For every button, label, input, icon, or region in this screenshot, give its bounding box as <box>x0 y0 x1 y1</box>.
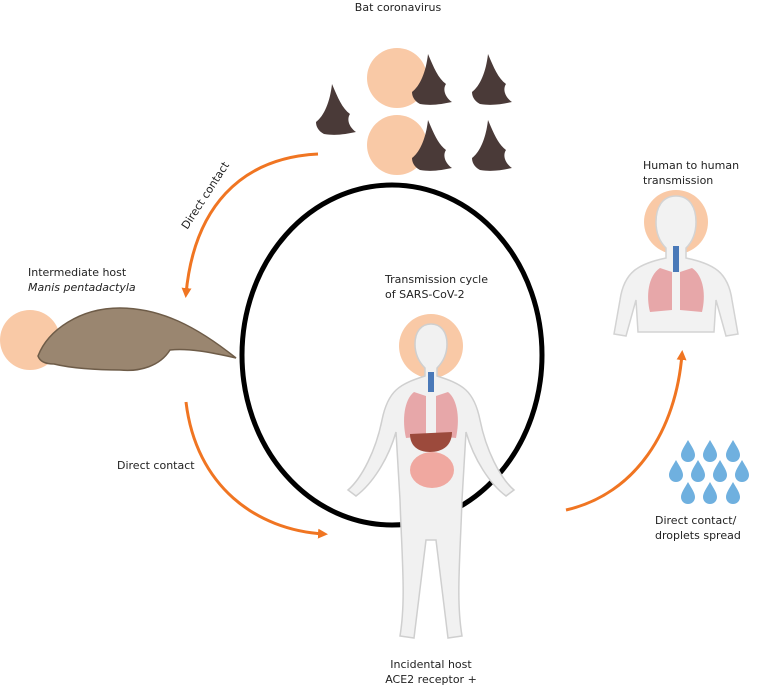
arrow-human-to-lungs <box>565 350 687 512</box>
droplet-icon <box>691 460 705 482</box>
arrow-label-human-to-lungs-line2: droplets spread <box>655 529 741 542</box>
lungs-icon <box>404 392 458 438</box>
arrow-pangolin-to-human <box>184 401 328 539</box>
droplet-icon <box>669 460 683 482</box>
bat-icon <box>472 54 512 105</box>
droplet-icon <box>713 460 727 482</box>
droplet-icon <box>703 482 717 504</box>
arrow-label-pangolin-to-human: Direct contact <box>117 459 195 472</box>
human-to-human-line1: Human to human <box>643 159 740 172</box>
pangolin-icon <box>37 307 237 372</box>
human-to-human-line2: transmission <box>643 174 714 187</box>
droplet-icon <box>726 482 740 504</box>
cycle-title-line1: Transmission cycle <box>385 273 488 286</box>
droplets-group <box>669 440 749 504</box>
bat-group <box>316 48 512 175</box>
droplet-icon <box>735 460 749 482</box>
bat-icon <box>472 120 512 171</box>
liver-icon <box>410 432 452 452</box>
bat-icon <box>316 84 356 135</box>
intermediate-host-title: Intermediate host <box>28 266 127 279</box>
bat-halo-2 <box>367 115 427 175</box>
droplet-icon <box>681 440 695 462</box>
human-body-group <box>346 314 516 639</box>
incidental-host-line2: ACE2 receptor + <box>385 673 477 686</box>
respiratory-group <box>613 190 739 337</box>
pangolin-group <box>0 307 237 372</box>
transmission-cycle-ring <box>239 182 545 528</box>
incidental-host-line1: Incidental host <box>390 658 472 671</box>
droplet-icon <box>681 482 695 504</box>
droplet-icon <box>703 440 717 462</box>
trachea-icon <box>428 372 434 392</box>
intestines-icon <box>410 452 454 488</box>
respiratory-lungs-icon <box>648 268 704 312</box>
respiratory-trachea-icon <box>673 246 679 272</box>
droplet-icon <box>726 440 740 462</box>
intermediate-host-species: Manis pentadactyla <box>28 281 136 294</box>
arrow-label-human-to-lungs-line1: Direct contact/ <box>655 514 737 527</box>
cycle-title-line2: of SARS-CoV-2 <box>385 288 465 301</box>
arrow-bat-to-pangolin <box>181 152 319 298</box>
bat-label: Bat coronavirus <box>354 1 442 14</box>
bat-halo-1 <box>367 48 427 108</box>
